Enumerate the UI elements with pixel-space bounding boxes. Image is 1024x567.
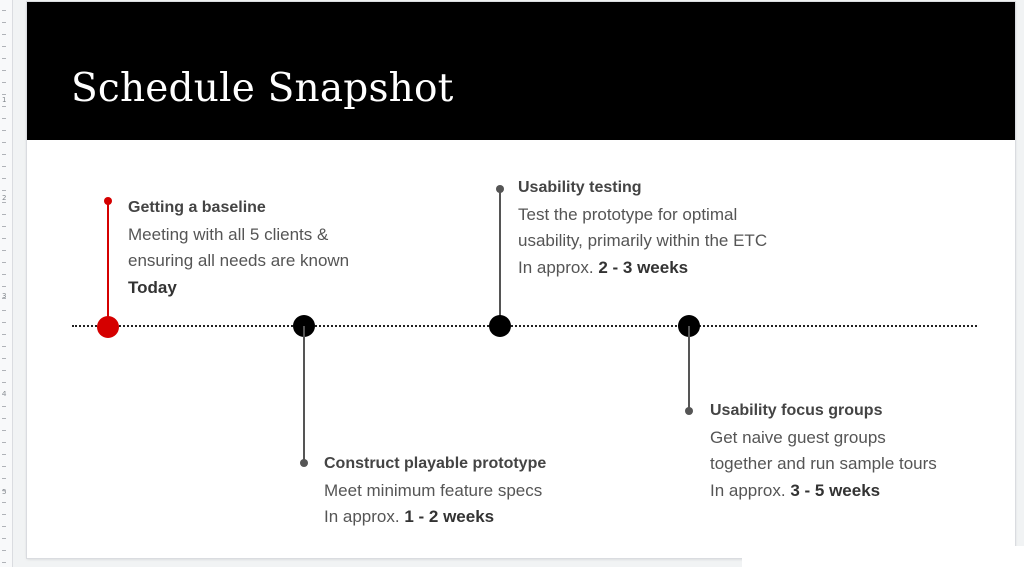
ruler-tick	[2, 478, 6, 479]
ruler-tick	[2, 250, 6, 251]
event-line: In approx.	[324, 507, 405, 526]
ruler-tick	[2, 406, 6, 407]
event-heading: Getting a baseline	[128, 199, 266, 216]
ruler-label: 2	[2, 194, 7, 202]
ruler-tick	[2, 370, 6, 371]
ruler-tick	[2, 466, 6, 467]
prototype-tip-dot	[300, 459, 308, 467]
ruler-tick	[2, 142, 6, 143]
ruler-tick	[2, 118, 6, 119]
ruler-tick	[2, 106, 6, 107]
ruler-tick	[2, 274, 6, 275]
event-getting-baseline[interactable]: Getting a baseline Meeting with all 5 cl…	[128, 195, 349, 301]
ruler-tick	[2, 562, 6, 563]
baseline-stem	[107, 201, 109, 326]
ruler-tick	[2, 10, 6, 11]
event-usability-focus-groups[interactable]: Usability focus groups Get naive guest g…	[710, 398, 937, 504]
ruler-tick	[2, 58, 6, 59]
slide-canvas[interactable]: Schedule Snapshot Getting a baseline Mee…	[27, 2, 1015, 558]
ruler-tick	[2, 22, 6, 23]
ruler-tick	[2, 382, 6, 383]
event-line: In approx.	[710, 480, 791, 500]
event-heading: Usability testing	[518, 179, 642, 196]
prototype-stem	[303, 326, 305, 463]
event-duration: 1 - 2 weeks	[404, 507, 495, 526]
event-heading: Construct playable prototype	[324, 455, 547, 472]
ruler-tick	[2, 166, 6, 167]
title-banner: Schedule Snapshot	[27, 2, 1015, 140]
ruler-tick	[2, 286, 6, 287]
ruler-tick	[2, 538, 6, 539]
ruler-tick	[2, 418, 6, 419]
ruler-tick	[2, 94, 6, 95]
ruler-tick	[2, 322, 6, 323]
ruler-tick	[2, 214, 6, 215]
ruler-tick	[2, 430, 6, 431]
ruler-tick	[2, 526, 6, 527]
event-duration: 2 - 3 weeks	[598, 257, 689, 277]
ruler-label: 1	[2, 96, 7, 104]
ruler-tick	[2, 226, 6, 227]
vertical-ruler: 1 2 3 4 5	[0, 0, 13, 567]
baseline-milestone-dot[interactable]	[97, 316, 119, 338]
ruler-tick	[2, 238, 6, 239]
ruler-tick	[2, 154, 6, 155]
ruler-tick	[2, 334, 6, 335]
slide-title[interactable]: Schedule Snapshot	[71, 66, 454, 111]
ruler-tick	[2, 490, 6, 491]
ruler-label: 5	[2, 488, 7, 496]
ruler-tick	[2, 502, 6, 503]
event-line: Meeting with all 5 clients &	[128, 224, 329, 244]
ruler-label: 3	[2, 292, 7, 300]
ruler-tick	[2, 442, 6, 443]
ruler-tick	[2, 190, 6, 191]
ruler-tick	[2, 70, 6, 71]
ruler-tick	[2, 550, 6, 551]
event-line: Test the prototype for optimal	[518, 204, 738, 224]
ruler-tick	[2, 82, 6, 83]
event-line: Get naive guest groups	[710, 427, 886, 447]
event-construct-prototype[interactable]: Construct playable prototype Meet minimu…	[324, 451, 546, 531]
ruler-tick	[2, 358, 6, 359]
testing-stem	[499, 189, 501, 326]
ruler-tick	[2, 46, 6, 47]
event-line: together and run sample tours	[710, 454, 937, 473]
focus-groups-stem	[688, 326, 690, 411]
ruler-tick	[2, 514, 6, 515]
ruler-tick	[2, 178, 6, 179]
ruler-tick	[2, 310, 6, 311]
ruler-tick	[2, 298, 6, 299]
ruler-tick	[2, 202, 6, 203]
event-usability-testing[interactable]: Usability testing Test the prototype for…	[518, 175, 767, 281]
ruler-tick	[2, 34, 6, 35]
ruler-tick	[2, 346, 6, 347]
event-date: Today	[128, 277, 177, 297]
event-line: usability, primarily within the ETC	[518, 231, 768, 250]
ruler-tick	[2, 454, 6, 455]
ruler-tick	[2, 394, 6, 395]
timeline-line	[72, 325, 977, 327]
event-line: Meet minimum feature specs	[324, 480, 543, 500]
focus-groups-tip-dot	[685, 407, 693, 415]
ruler-tick	[2, 130, 6, 131]
ruler-tick	[2, 262, 6, 263]
event-line: ensuring all needs are known	[128, 251, 350, 270]
event-heading: Usability focus groups	[710, 402, 883, 419]
testing-milestone-dot[interactable]	[489, 315, 511, 337]
event-line: In approx.	[518, 257, 599, 277]
event-duration: 3 - 5 weeks	[790, 480, 881, 500]
slide-edge-overlay	[742, 546, 1024, 567]
